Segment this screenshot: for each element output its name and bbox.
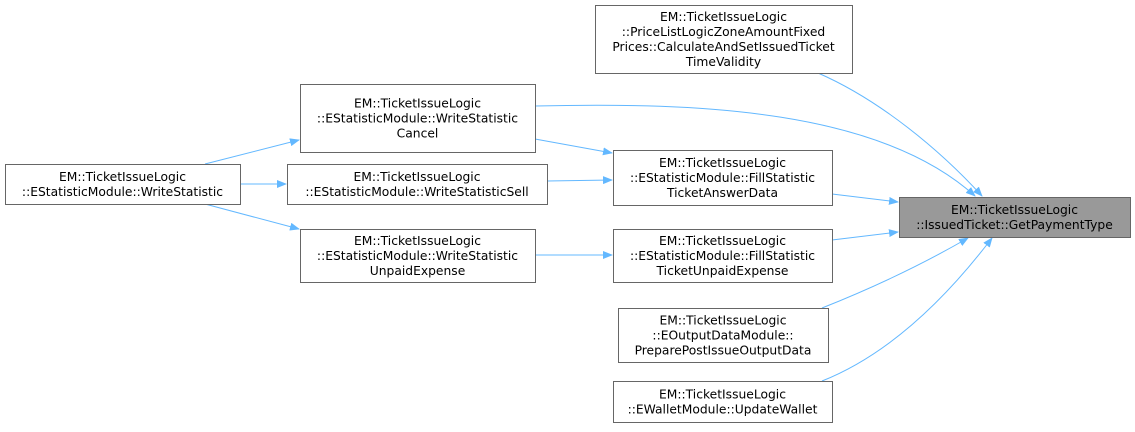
edge-writeCancel-to-fillAnswer xyxy=(534,138,613,156)
node-box xyxy=(613,150,833,206)
node-label-line: Prices::CalculateAndSetIssuedTicket xyxy=(612,40,834,54)
node-fillAnswer[interactable]: EM::TicketIssueLogic::EStatisticModule::… xyxy=(613,150,833,206)
edge-writeSell-to-fillAnswer xyxy=(546,176,613,185)
node-label-line: UnpaidExpense xyxy=(370,264,466,278)
node-label-line: ::EOutputDataModule:: xyxy=(652,329,793,343)
edge-calcValidity-to-target xyxy=(817,72,983,197)
node-label-line: ::EStatisticModule::WriteStatistic xyxy=(317,112,518,126)
node-label-line: EM::TicketIssueLogic xyxy=(354,170,481,184)
node-target-getpaymenttype[interactable]: EM::TicketIssueLogic::IssuedTicket::GetP… xyxy=(899,197,1131,238)
node-writeStatistic[interactable]: EM::TicketIssueLogic::EStatisticModule::… xyxy=(5,164,241,205)
edge-fillUnpaid-to-target xyxy=(831,229,899,241)
node-label-line: ::IssuedTicket::GetPaymentType xyxy=(916,218,1113,232)
edge-outputData-to-target xyxy=(821,237,969,309)
node-label-line: Cancel xyxy=(397,127,439,141)
edge-updateWallet-to-target xyxy=(821,237,993,382)
node-label-line: EM::TicketIssueLogic xyxy=(659,156,786,170)
node-outputData[interactable]: EM::TicketIssueLogic::EOutputDataModule:… xyxy=(618,308,829,363)
node-label-line: EM::TicketIssueLogic xyxy=(59,170,186,184)
edge-writeStatistic-to-writeCancel xyxy=(204,138,300,165)
node-label-line: EM::TicketIssueLogic xyxy=(354,97,481,111)
node-box xyxy=(300,84,536,153)
node-label-line: TicketAnswerData xyxy=(666,186,778,200)
node-box xyxy=(287,164,548,205)
node-label-line: ::EStatisticModule::WriteStatisticSell xyxy=(305,185,528,199)
node-label-line: EM::TicketIssueLogic xyxy=(354,234,481,248)
node-label-line: ::EStatisticModule::FillStatistic xyxy=(630,249,815,263)
node-label-line: ::PriceListLogicZoneAmountFixed xyxy=(622,25,825,39)
node-label-line: ::EWalletModule::UpdateWallet xyxy=(628,403,818,417)
edge-fillAnswer-to-target xyxy=(831,193,899,205)
node-box xyxy=(595,5,853,74)
node-box xyxy=(613,381,833,423)
edge-writeCancel-to-target xyxy=(534,104,976,197)
node-label-line: ::EStatisticModule::WriteStatistic xyxy=(317,249,518,263)
node-box xyxy=(300,229,536,283)
node-writeUnpaid[interactable]: EM::TicketIssueLogic::EStatisticModule::… xyxy=(300,229,536,283)
node-box xyxy=(613,229,833,283)
node-label-line: TicketUnpaidExpense xyxy=(656,264,789,278)
node-box xyxy=(618,308,829,363)
node-label-line: ::EStatisticModule::FillStatistic xyxy=(630,171,815,185)
node-label-line: EM::TicketIssueLogic xyxy=(660,10,787,24)
node-box xyxy=(5,164,241,205)
node-label-line: TimeValidity xyxy=(685,55,761,69)
node-label-line: PreparePostIssueOutputData xyxy=(635,344,812,358)
node-calcValidity[interactable]: EM::TicketIssueLogic::PriceListLogicZone… xyxy=(595,5,853,74)
node-label-line: EM::TicketIssueLogic xyxy=(659,234,786,248)
node-label-line: EM::TicketIssueLogic xyxy=(659,388,786,402)
edge-writeStatistic-to-writeUnpaid xyxy=(204,203,300,231)
node-label-line: ::EStatisticModule::WriteStatistic xyxy=(22,185,223,199)
node-updateWallet[interactable]: EM::TicketIssueLogic::EWalletModule::Upd… xyxy=(613,381,833,423)
node-box xyxy=(899,197,1131,238)
node-writeCancel[interactable]: EM::TicketIssueLogic::EStatisticModule::… xyxy=(300,84,536,153)
node-label-line: EM::TicketIssueLogic xyxy=(660,314,787,328)
node-writeSell[interactable]: EM::TicketIssueLogic::EStatisticModule::… xyxy=(287,164,548,205)
node-label-line: EM::TicketIssueLogic xyxy=(951,203,1078,217)
node-fillUnpaid[interactable]: EM::TicketIssueLogic::EStatisticModule::… xyxy=(613,229,833,283)
